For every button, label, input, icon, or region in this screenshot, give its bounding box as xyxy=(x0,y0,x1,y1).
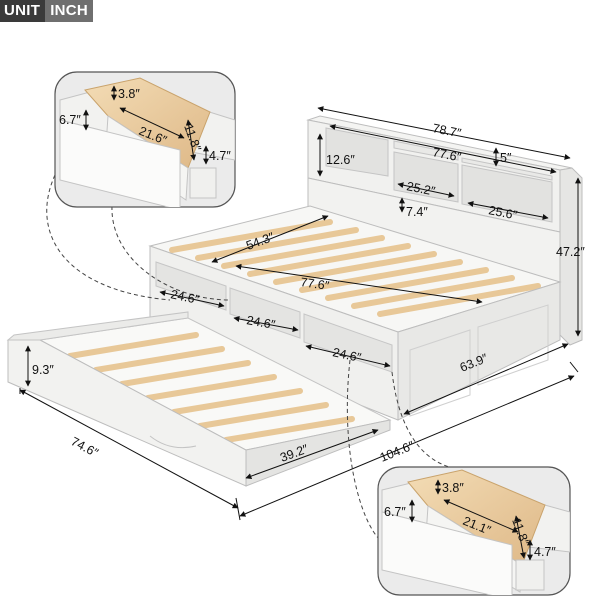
center-shelf-height-label: 7.4″ xyxy=(406,205,428,219)
right-shelf-width-label: 25.6″ xyxy=(487,203,518,222)
total-height-label: 47.2″ xyxy=(556,245,585,259)
trundle-height-label: 9.3″ xyxy=(32,363,54,377)
drawer-detail-callout-top: 3.8″ 6.7″ 21.6″ 11.8″ 4.7″ xyxy=(54,71,236,208)
inner-length-label: 77.6″ xyxy=(300,275,331,293)
callout-connectors xyxy=(46,174,471,541)
top-callout-height-label: 6.7″ xyxy=(59,113,81,127)
unit-badge: UNIT INCH xyxy=(0,0,94,22)
shelf-height-label: 12.6″ xyxy=(326,153,355,167)
shelf-depth-label: 5″ xyxy=(500,151,512,165)
bottom-callout-depth-label: 3.8″ xyxy=(442,481,464,495)
bottom-callout-height-label: 6.7″ xyxy=(384,505,406,519)
top-callout-depth-label: 3.8″ xyxy=(118,87,140,101)
top-callout-front-label: 4.7″ xyxy=(209,149,231,163)
drawer-3-width-label: 24.6″ xyxy=(331,345,363,365)
bottom-callout-front-label: 4.7″ xyxy=(534,545,556,559)
headboard-inner-label: 77.6″ xyxy=(431,145,462,164)
drawer-detail-callout-bottom: 3.8″ 6.7″ 21.1″ 11.8″ 4.7″ xyxy=(377,466,571,596)
unit-word: UNIT xyxy=(0,0,46,22)
drawer-2-width-label: 24.6″ xyxy=(245,313,276,332)
drawer-1-width-label: 24.6″ xyxy=(169,287,201,307)
trundle-length-label: 74.6″ xyxy=(69,434,101,460)
headboard-width-label: 78.7″ xyxy=(431,121,462,140)
dimension-lines xyxy=(19,106,581,521)
unit-value: INCH xyxy=(45,0,94,22)
overall-length-label: 104.6″ xyxy=(378,438,417,465)
center-shelf-width-label: 25.2″ xyxy=(405,179,436,198)
